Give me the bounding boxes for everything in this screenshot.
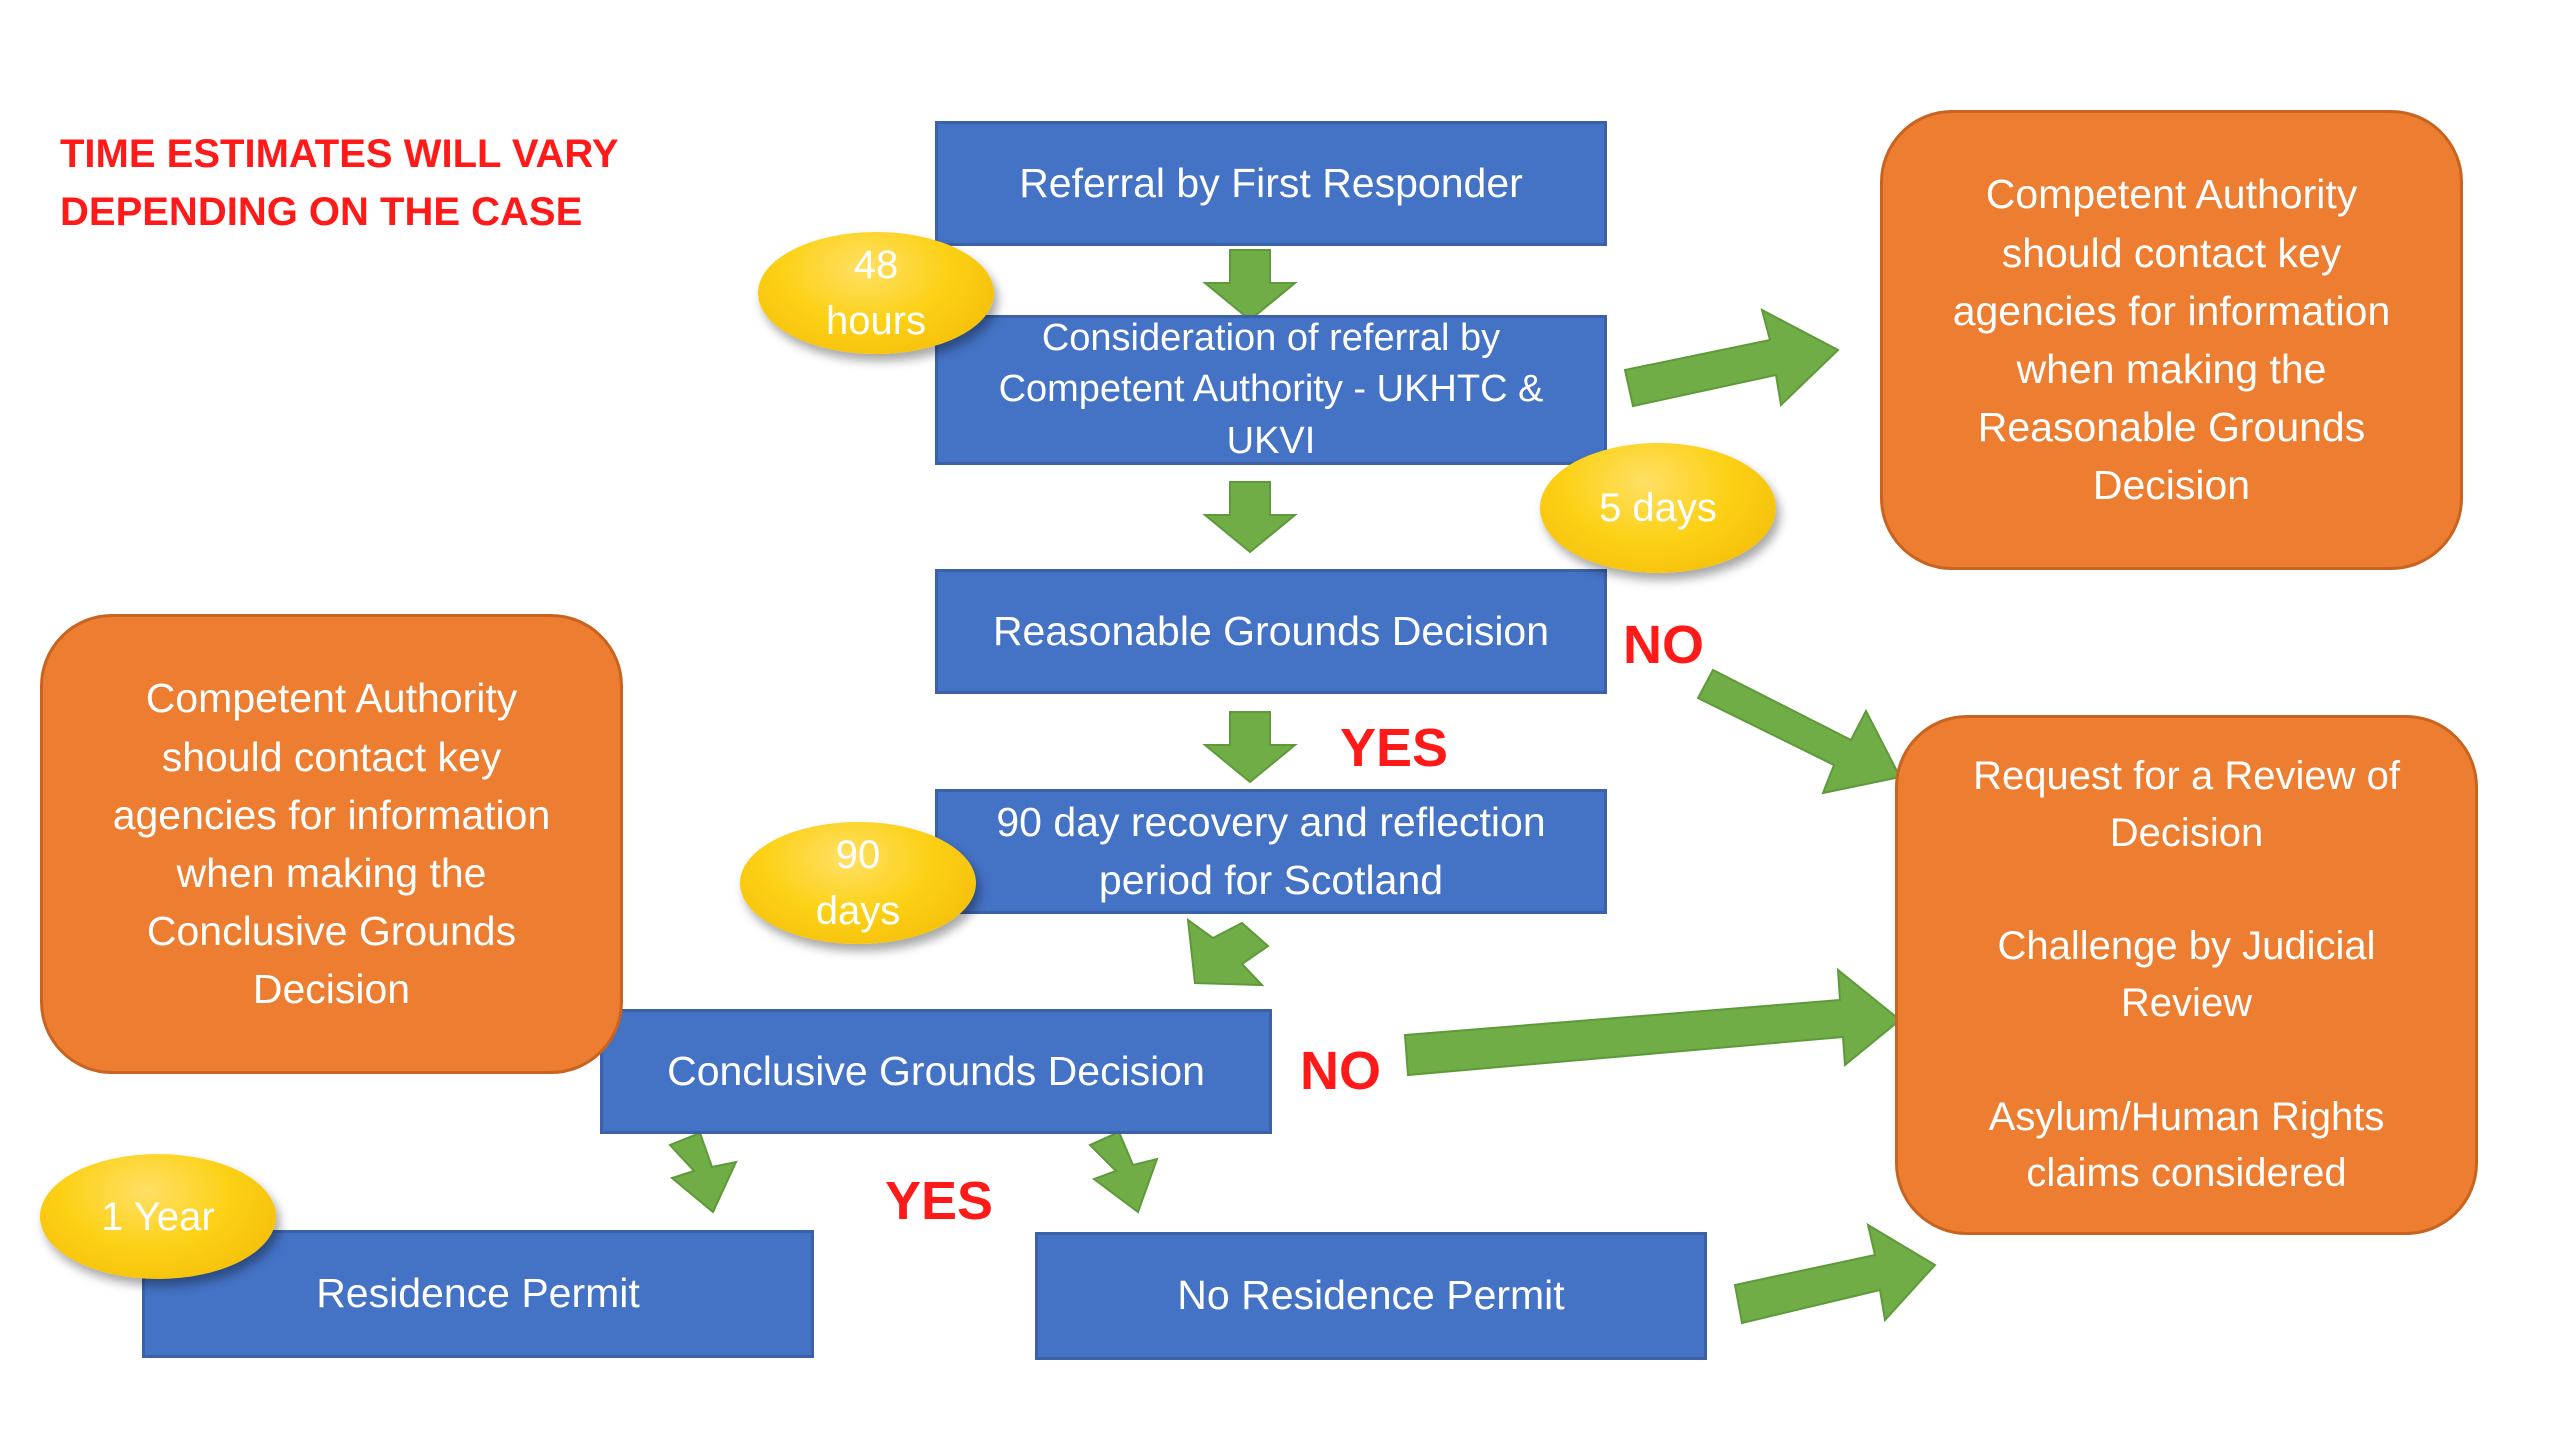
callout-conclusive-grounds-contact-text: Competent Authority should contact key a… — [112, 675, 551, 1013]
label-rg-no: NO — [1623, 615, 1704, 675]
callout-reasonable-grounds-contact: Competent Authority should contact key a… — [1880, 110, 2463, 570]
step-consideration-label: Consideration of referral by Competent A… — [998, 317, 1544, 462]
arrow-no-residence-to-review — [1733, 1222, 1937, 1325]
label-cg-yes: YES — [885, 1171, 994, 1231]
step-referral: Referral by First Responder — [935, 121, 1607, 246]
step-reasonable-grounds-label: Reasonable Grounds Decision — [992, 607, 1550, 654]
arrow-conclusive-to-no-residence — [1088, 1130, 1159, 1214]
step-no-residence-permit-label: No Residence Permit — [1177, 1272, 1565, 1319]
time-90-days: 90 days — [740, 822, 976, 944]
callout-conclusive-grounds-contact: Competent Authority should contact key a… — [40, 614, 623, 1074]
time-1-year: 1 Year — [40, 1154, 276, 1279]
arrow-conclusive-to-residence — [668, 1131, 738, 1214]
arrow-recovery-to-conclusive — [1186, 917, 1270, 987]
callout-review-options-text: Request for a Review of Decision Challen… — [1973, 753, 2400, 1196]
arrow-consideration-to-rg-callout — [1623, 308, 1840, 408]
arrow-down-referral — [1202, 249, 1298, 322]
label-cg-no: NO — [1300, 1041, 1381, 1101]
step-conclusive-grounds-label: Conclusive Grounds Decision — [667, 1047, 1205, 1094]
step-recovery-period: 90 day recovery and reflection period fo… — [935, 789, 1607, 914]
arrow-rg-no-to-review — [1696, 668, 1902, 795]
step-conclusive-grounds: Conclusive Grounds Decision — [600, 1009, 1272, 1134]
time-estimate-note: TIME ESTIMATES WILL VARY DEPENDING ON TH… — [60, 132, 619, 234]
callout-review-options: Request for a Review of Decision Challen… — [1895, 715, 2478, 1235]
step-no-residence-permit: No Residence Permit — [1035, 1232, 1707, 1360]
callout-reasonable-grounds-contact-text: Competent Authority should contact key a… — [1952, 171, 2391, 509]
time-5-days: 5 days — [1540, 443, 1776, 573]
step-residence-permit-label: Residence Permit — [316, 1270, 640, 1317]
arrow-down-consideration — [1202, 481, 1298, 554]
step-referral-label: Referral by First Responder — [1019, 159, 1523, 206]
label-rg-yes: YES — [1340, 718, 1449, 778]
arrow-cg-no-to-review — [1403, 967, 1902, 1077]
step-recovery-period-label: 90 day recovery and reflection period fo… — [996, 799, 1546, 903]
time-48-hours: 48 hours — [758, 232, 994, 354]
arrow-down-reasonable-grounds — [1202, 711, 1298, 784]
step-consideration: Consideration of referral by Competent A… — [935, 315, 1607, 465]
step-reasonable-grounds: Reasonable Grounds Decision — [935, 569, 1607, 694]
